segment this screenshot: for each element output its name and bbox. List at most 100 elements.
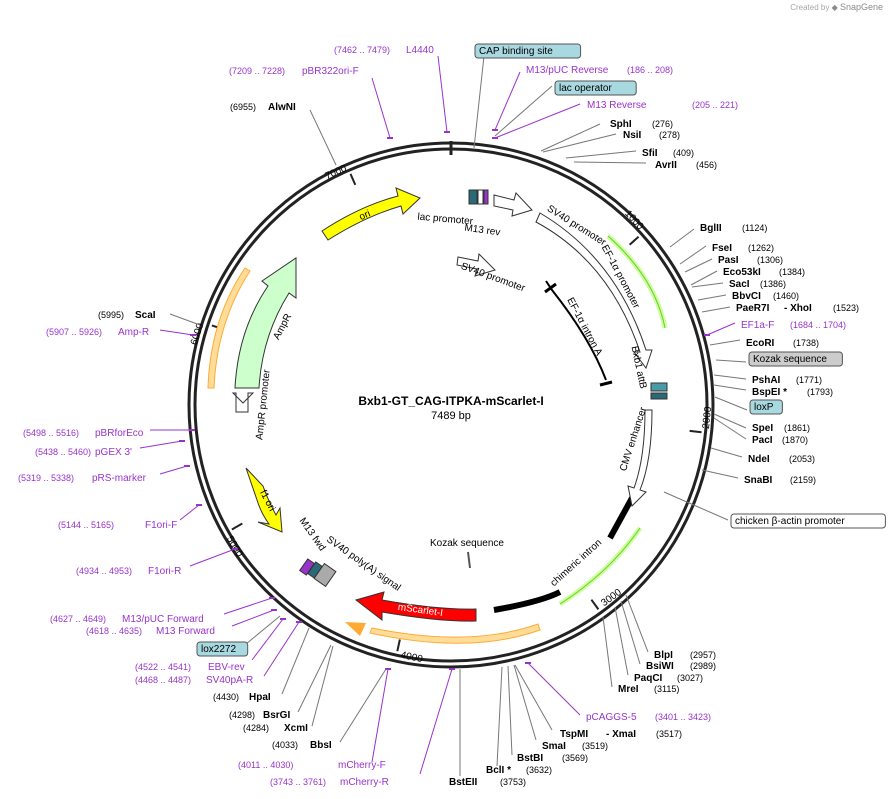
leader-line xyxy=(494,85,553,137)
annotation-name: BspEI * xyxy=(752,387,787,398)
feature-label-chimericintron: chimeric intron xyxy=(548,537,604,589)
leader-line xyxy=(714,396,748,411)
feature-ef1a-intron-end xyxy=(599,380,613,387)
annotation-position: (4468 .. 4487) xyxy=(135,675,191,685)
annotation-hpai: HpaI(4430) xyxy=(213,627,310,703)
annotation-position: (2989) xyxy=(690,661,716,671)
annotation-lac-operator: lac operator xyxy=(494,80,637,137)
annotation-name: M13 Forward xyxy=(156,626,215,637)
credit-prefix: Created by xyxy=(790,3,830,12)
leader-line xyxy=(281,627,310,695)
annotation-name: FseI xyxy=(712,243,732,254)
leader-line xyxy=(709,339,741,346)
annotation-position: (2159) xyxy=(790,475,816,485)
annotation-position: (1870) xyxy=(782,435,808,445)
leader-line xyxy=(706,322,736,336)
annotation-position: (186 .. 208) xyxy=(627,65,673,75)
annotation-spei: SpeI(1861) xyxy=(713,413,810,434)
annotation-ndei: NdeI(2053) xyxy=(710,447,815,465)
annotation-position: (7462 .. 7479) xyxy=(334,45,390,55)
annotation-name: PacI xyxy=(752,435,773,446)
snapgene-credit: Created by ◆ SnapGene xyxy=(790,2,883,12)
annotation-mrei: MreI(3115) xyxy=(602,616,679,695)
leader-line xyxy=(713,384,747,391)
annotation-paci: PacI (1870) xyxy=(713,417,808,446)
annotation-position: (2053) xyxy=(789,454,815,464)
annotation-name: mCherry-F xyxy=(338,760,386,771)
annotation-name: SacI xyxy=(729,279,750,290)
feature-ef1a-intron-start xyxy=(544,282,557,294)
annotation-position: (5907 .. 5926) xyxy=(46,327,102,337)
annotation-mcherry-f: mCherry-F(4011 .. 4030) xyxy=(238,668,391,771)
annotation-name: - XmaI xyxy=(606,729,636,740)
feature-ef1a-promoter-line xyxy=(607,235,666,329)
annotation-name: F1ori-F xyxy=(145,520,177,531)
annotation-name: BglII xyxy=(700,223,722,234)
annotation-f1ori-r: F1ori-R(4934 .. 4953) xyxy=(76,548,238,577)
annotation-chicken-actin-promoter: chicken β-actin promoter xyxy=(663,491,886,529)
tick-mark xyxy=(396,639,401,652)
tick-mark xyxy=(628,235,640,246)
tick-mark xyxy=(231,522,243,531)
annotation-name: TspMI xyxy=(560,729,588,740)
leader-line xyxy=(713,374,747,380)
annotation-scai: ScaI(5995) xyxy=(98,310,201,326)
annotation-position: (7209 .. 7228) xyxy=(229,66,285,76)
tick-label: 5000 xyxy=(224,534,245,559)
feature-region-bar-2 xyxy=(607,496,635,540)
annotation-position: (409) xyxy=(673,148,694,158)
annotation-name: lac operator xyxy=(559,83,612,94)
annotation-name: SV40pA-R xyxy=(206,675,253,686)
annotation-name: Kozak sequence xyxy=(753,354,827,365)
annotation-amp-r: Amp-R(5907 .. 5926) xyxy=(46,327,196,338)
annotation-position: (1771) xyxy=(796,375,822,385)
annotation-position: (3027) xyxy=(677,673,703,683)
annotation-bspei: BspEI *(1793) xyxy=(713,384,833,398)
annotation-avrii: AvrII(456) xyxy=(573,160,717,171)
annotation-loxp: loxP xyxy=(714,396,783,415)
annotation-bsrgi: BsrGI(4298) xyxy=(229,644,332,721)
leader-line xyxy=(573,161,647,164)
annotation-pshai: PshAI (1771) xyxy=(713,374,822,386)
annotation-bbvci: BbvCI(1460) xyxy=(697,291,799,302)
annotation-m13-reverse: M13 Reverse(205 .. 221) xyxy=(492,100,738,139)
annotation-position: (2957) xyxy=(690,650,716,660)
annotation-smai: SmaI(3519) xyxy=(513,664,608,752)
tick-mark xyxy=(349,173,357,186)
leader-line xyxy=(179,504,200,521)
annotation-m13-forward: M13 Forward (4618 .. 4635) xyxy=(86,609,277,637)
leader-line xyxy=(339,668,387,743)
feature-cmv-enhancer-arrow xyxy=(627,409,653,508)
annotation-prs-marker: pRS-marker(5319 .. 5338) xyxy=(18,465,190,484)
annotation-name: L4440 xyxy=(406,45,434,56)
annotation-name: BstEII xyxy=(449,777,478,788)
feature-ampr xyxy=(234,257,297,389)
annotation-position: (1384) xyxy=(779,267,805,277)
annotation-name: AlwNI xyxy=(268,102,296,113)
annotation-bglii: BglII(1124) xyxy=(669,223,767,248)
annotation-tspmi: TspMI xyxy=(514,664,588,740)
annotation-name: loxP xyxy=(754,402,774,413)
annotation-sv40pa-r: SV40pA-R (4468 .. 4487) xyxy=(135,621,302,686)
annotation-blpi: BlpI(2957) xyxy=(625,594,716,661)
annotation-position: (4618 .. 4635) xyxy=(86,626,142,636)
annotation-box xyxy=(554,80,637,96)
annotation-box xyxy=(730,513,886,529)
annotation-name: PshAI xyxy=(752,375,781,386)
annotation-name: Eco53kI xyxy=(723,267,761,278)
annotation-name: lox2272 xyxy=(201,644,236,655)
annotation-name: AvrII xyxy=(655,160,677,171)
leader-line xyxy=(565,150,637,159)
feature-label-kozak: Kozak sequence xyxy=(430,538,504,549)
annotation-name: pBRforEco xyxy=(95,428,144,439)
leader-line xyxy=(309,109,337,166)
feature-label-sv40polya: SV40 poly(A) signal xyxy=(324,534,402,593)
leader-line xyxy=(189,548,236,567)
leader-line xyxy=(691,282,724,288)
annotation-paer7i: PaeR7I xyxy=(701,303,770,314)
annotation-name: MreI xyxy=(618,684,639,695)
annotation-box xyxy=(474,43,582,59)
leader-line xyxy=(710,447,743,458)
annotation-pbrforeco: pBRforEco(5498 .. 5516) xyxy=(23,428,195,439)
